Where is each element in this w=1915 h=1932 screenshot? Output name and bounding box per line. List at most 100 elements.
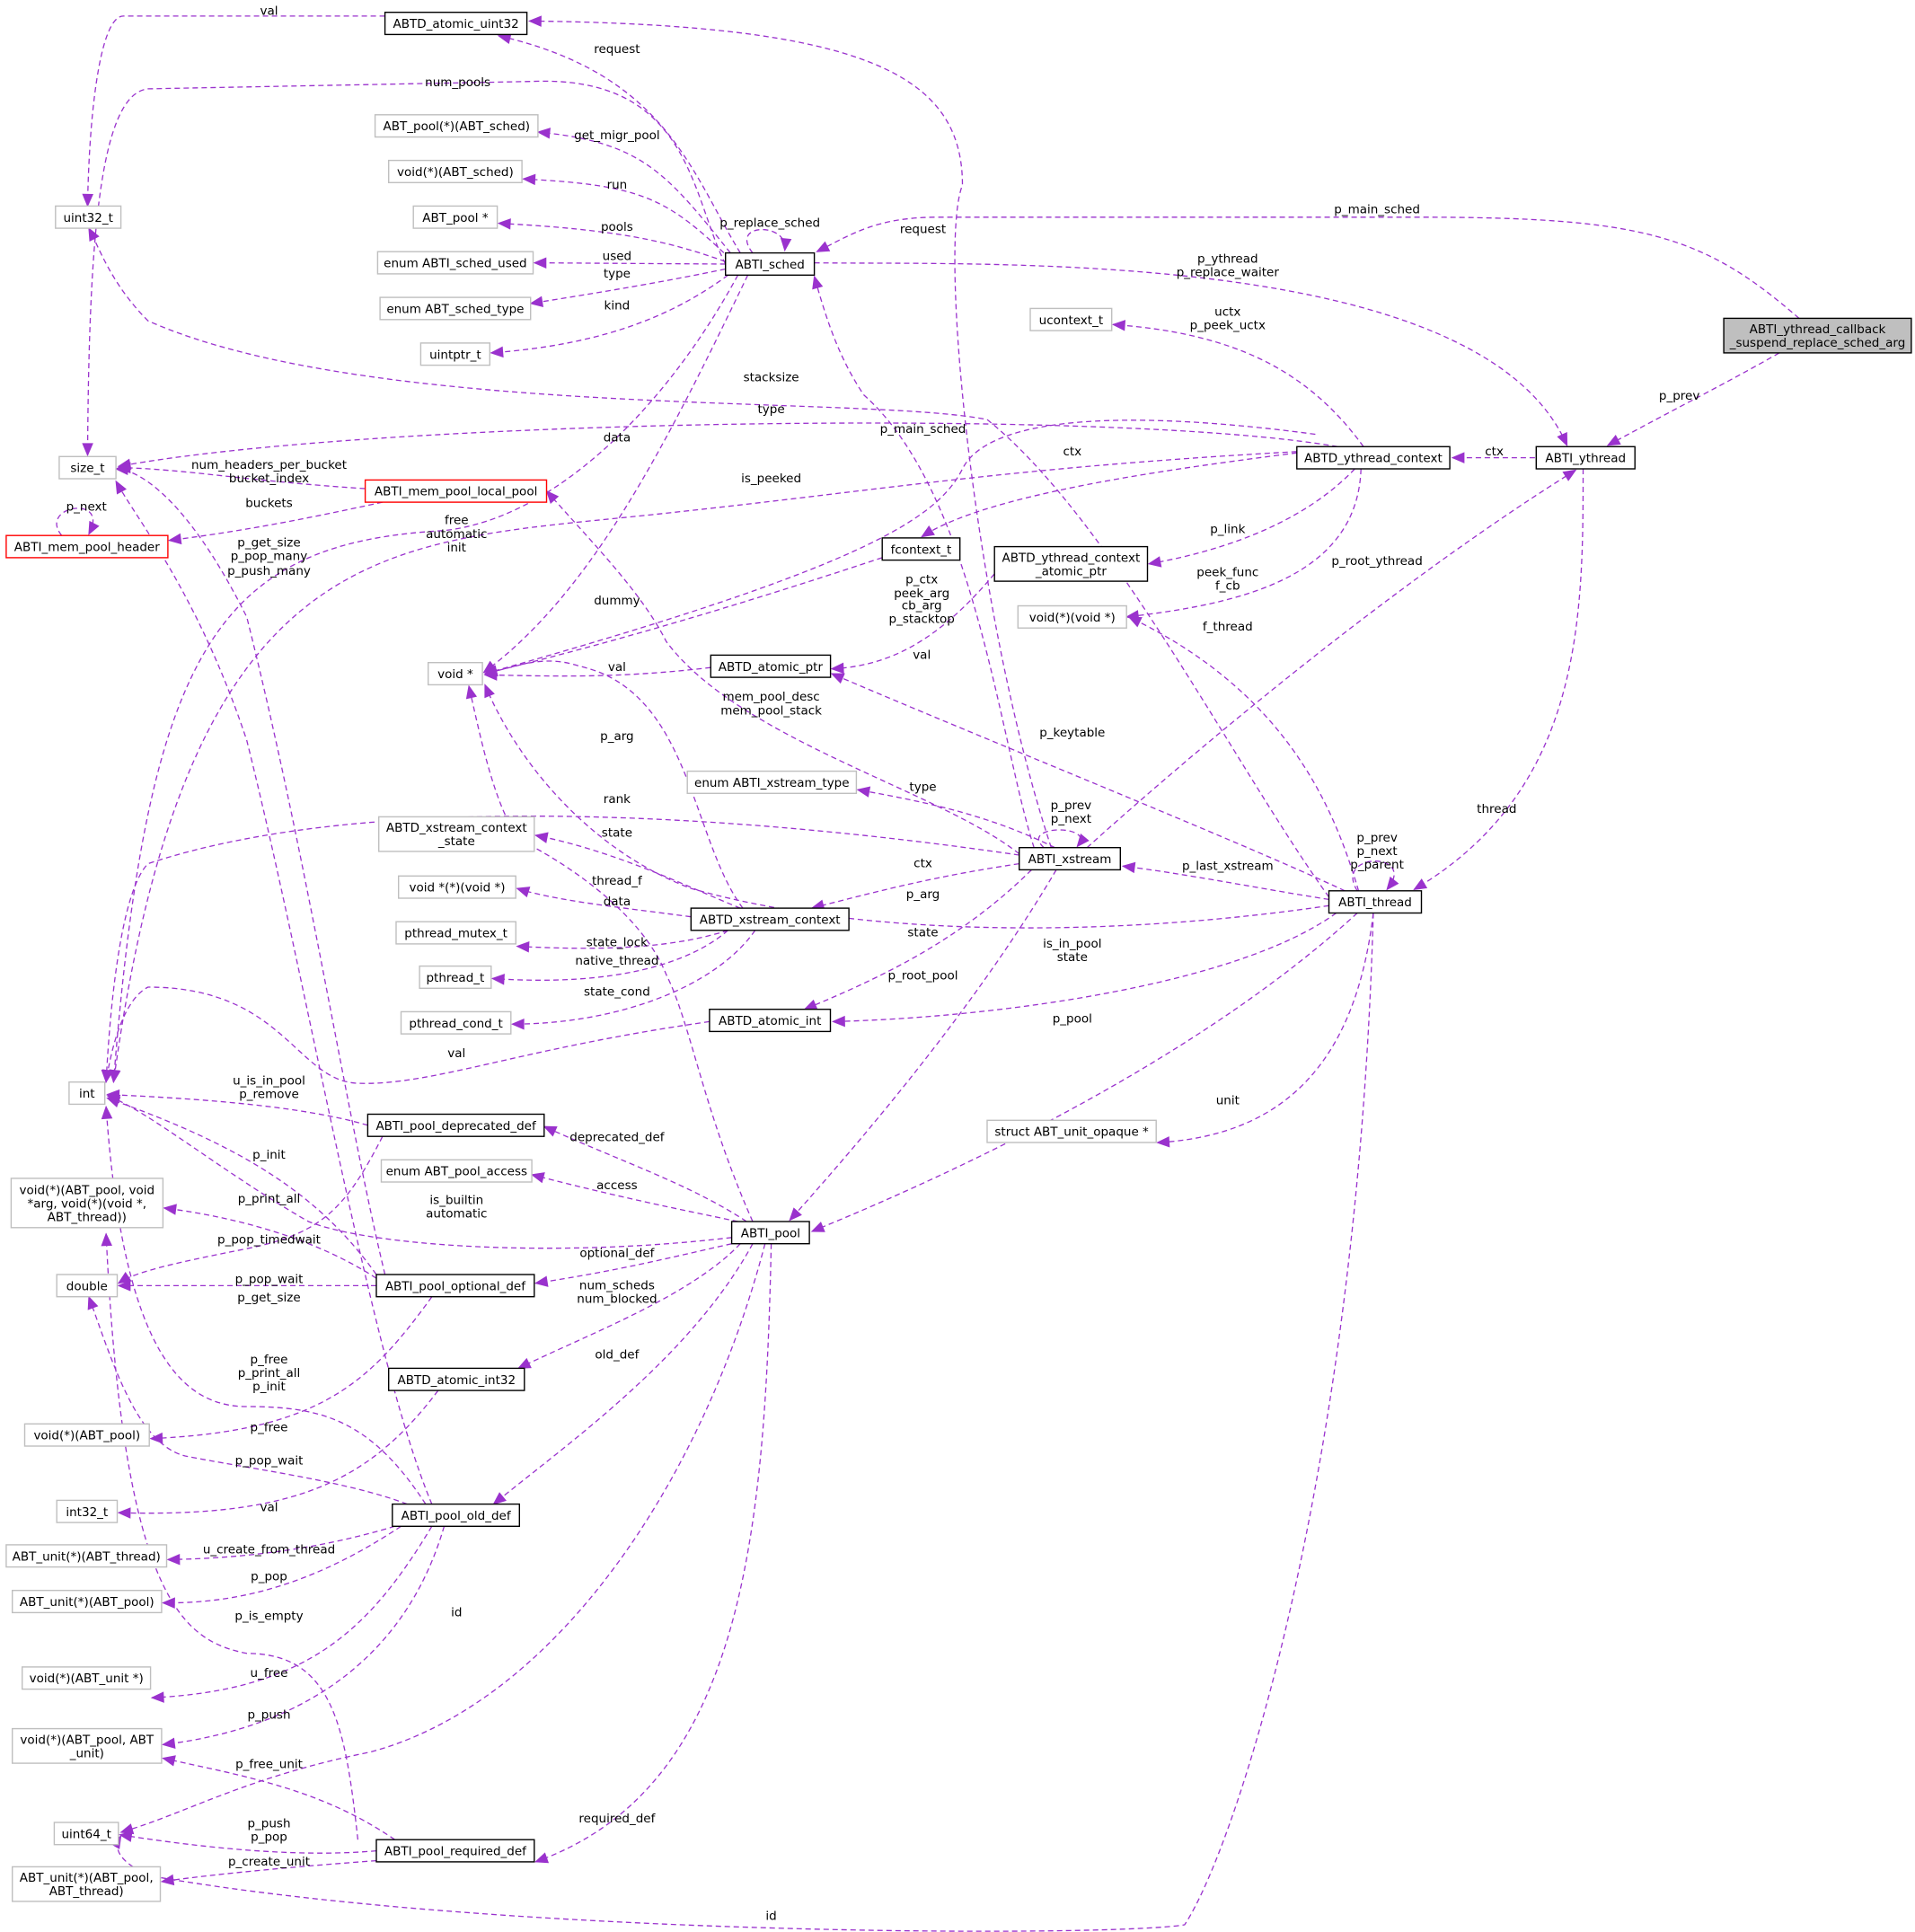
edge-line — [857, 789, 1055, 849]
node-abt-pool-ptr[interactable]: ABT_pool * — [412, 205, 499, 229]
edge-line — [492, 930, 728, 981]
node-enum-abti-xstream-type[interactable]: enum ABTI_xstream_type — [686, 770, 858, 794]
node-label: ABTD_atomic_int — [719, 1014, 821, 1028]
edge-label: ctx — [913, 857, 932, 871]
edge-label: u_create_from_thread — [203, 1542, 335, 1557]
node-void-fp-abt-pool[interactable]: void(*)(ABT_pool) — [23, 1423, 150, 1447]
edge-abti_pool-to-abti_pool_deprecated_def — [543, 1125, 747, 1222]
node-enum-abti-sched-used[interactable]: enum ABTI_sched_used — [376, 251, 534, 275]
node-void-ptr-fp-void-ptr[interactable]: void *(*)(void *) — [398, 875, 516, 899]
node-abti-pool[interactable]: ABTI_pool — [730, 1221, 810, 1245]
node-fcontext-t[interactable]: fcontext_t — [881, 537, 961, 561]
edge-line — [167, 1525, 395, 1561]
node-abti-xstream[interactable]: ABTI_xstream — [1018, 847, 1121, 871]
node-abti-pool-old-def[interactable]: ABTI_pool_old_def — [392, 1503, 520, 1527]
node-abt-unit-fp-abt-pool-abt-thread[interactable]: ABT_unit(*)(ABT_pool,ABT_thread) — [11, 1866, 162, 1902]
node-box — [686, 770, 858, 794]
edge-label: val — [913, 648, 931, 662]
node-label: ABTI_pool_optional_def — [385, 1279, 526, 1293]
node-label: ucontext_t — [1039, 313, 1103, 328]
edge-label: deprecated_def — [569, 1131, 665, 1145]
node-abti-ythread[interactable]: ABTI_ythread — [1535, 446, 1636, 470]
edge-label: is_in_pool — [1043, 937, 1101, 951]
node-pthread-cond-t[interactable]: pthread_cond_t — [400, 1010, 512, 1035]
edge-label: stacksize — [744, 370, 799, 384]
edge-abti_sched-to-abt_pool_ptr — [497, 218, 726, 262]
node-abt-pool-fp-abt-sched[interactable]: ABT_pool(*)(ABT_sched) — [374, 114, 539, 138]
node-abtd-ythread-context[interactable]: ABTD_ythread_context — [1296, 446, 1451, 470]
node-void-fp-void-ptr[interactable]: void(*)(void *) — [1017, 604, 1127, 629]
arrowhead — [534, 1275, 549, 1287]
edge-label: p_replace_sched — [719, 216, 820, 231]
node-abti-sched[interactable]: ABTI_sched — [725, 251, 816, 277]
edge-abti_pool_required_def-to-void_fp_abt_pool_abt_unit — [162, 1755, 395, 1840]
node-void-fp-abt-sched[interactable]: void(*)(ABT_sched) — [388, 159, 523, 184]
node-label: ABTD_atomic_int32 — [398, 1373, 516, 1388]
node-void-fp-print-all[interactable]: void(*)(ABT_pool, void*arg, void(*)(void… — [10, 1178, 164, 1229]
node-size-t[interactable]: size_t — [58, 455, 117, 480]
edge-label: p_pop_wait — [235, 1454, 304, 1469]
node-label: void(*)(ABT_pool) — [33, 1429, 140, 1443]
node-abtd-atomic-int[interactable]: ABTD_atomic_int — [709, 1008, 832, 1033]
node-abtd-xstream-context-state[interactable]: ABTD_xstream_context_state — [378, 816, 535, 852]
node-label: ABTI_sched — [736, 258, 805, 272]
node-box — [709, 1008, 832, 1033]
edge-line — [1037, 829, 1081, 849]
edge-label: thread — [1477, 802, 1516, 816]
node-abti-thread[interactable]: ABTI_thread — [1328, 890, 1423, 914]
edge-label: p_print_all — [238, 1366, 301, 1381]
node-uintptr-t[interactable]: uintptr_t — [419, 342, 490, 366]
arrowhead — [780, 237, 792, 252]
edge-label: ctx — [1063, 445, 1081, 459]
node-struct-abt-unit-opaque-ptr[interactable]: struct ABT_unit_opaque * — [986, 1119, 1157, 1143]
node-int[interactable]: int — [68, 1081, 106, 1106]
node-int32-t[interactable]: int32_t — [56, 1499, 119, 1523]
node-uint64-t[interactable]: uint64_t — [53, 1822, 119, 1846]
node-abt-unit-fp-abt-thread[interactable]: ABT_unit(*)(ABT_thread) — [5, 1544, 168, 1568]
node-double[interactable]: double — [56, 1274, 119, 1298]
node-pthread-t[interactable]: pthread_t — [419, 965, 492, 989]
arrowhead — [82, 193, 93, 207]
edge-abti_pool_required_def-to-abt_unit_fp_abt_pool_abt_thread — [160, 1859, 377, 1886]
node-abt-unit-fp-abt-pool[interactable]: ABT_unit(*)(ABT_pool) — [11, 1589, 163, 1614]
edge-line — [484, 666, 711, 677]
node-abtd-atomic-int32[interactable]: ABTD_atomic_int32 — [388, 1367, 525, 1391]
node-box — [380, 1159, 533, 1183]
node-abtd-xstream-context[interactable]: ABTD_xstream_context — [690, 907, 850, 931]
edge-line — [1157, 913, 1374, 1143]
node-abtd-atomic-ptr[interactable]: ABTD_atomic_ptr — [710, 654, 832, 678]
edge-line — [107, 1093, 368, 1126]
node-abti-mem-pool-local-pool[interactable]: ABTI_mem_pool_local_pool — [364, 479, 548, 503]
edge-label: mem_pool_stack — [720, 703, 822, 718]
node-abti-ythread-callback-arg[interactable]: ABTI_ythread_callback_suspend_replace_sc… — [1723, 317, 1912, 354]
node-label: void(*)(void *) — [1029, 611, 1116, 625]
node-void-fp-abt-pool-abt-unit[interactable]: void(*)(ABT_pool, ABT_unit) — [11, 1727, 163, 1764]
node-abtd-atomic-uint32[interactable]: ABTD_atomic_uint32 — [384, 11, 528, 36]
node-pthread-mutex-t[interactable]: pthread_mutex_t — [395, 921, 517, 945]
node-void-ptr[interactable]: void * — [428, 662, 483, 686]
node-box — [5, 534, 169, 559]
edge-line — [831, 673, 1346, 892]
edge-label: val — [260, 4, 278, 18]
edge-label: id — [765, 1909, 776, 1923]
node-ucontext-t[interactable]: ucontext_t — [1029, 307, 1113, 331]
node-abti-pool-deprecated-def[interactable]: ABTI_pool_deprecated_def — [366, 1113, 545, 1137]
node-label: enum ABTI_xstream_type — [694, 776, 850, 790]
node-box — [374, 114, 539, 138]
node-abti-pool-optional-def[interactable]: ABTI_pool_optional_def — [375, 1274, 535, 1298]
edge-label: unit — [1216, 1093, 1240, 1107]
node-box — [395, 921, 517, 945]
node-box — [419, 965, 492, 989]
arrowhead — [1121, 861, 1136, 874]
node-void-fp-abt-unit-ptr[interactable]: void(*)(ABT_unit *) — [22, 1666, 152, 1690]
node-abti-pool-required-def[interactable]: ABTI_pool_required_def — [375, 1839, 535, 1863]
node-abti-mem-pool-header[interactable]: ABTI_mem_pool_header — [5, 534, 169, 559]
edge-line — [1113, 323, 1364, 447]
node-abtd-ythread-context-atomic-ptr[interactable]: ABTD_ythread_context_atomic_ptr — [993, 545, 1149, 582]
node-uint32-t[interactable]: uint32_t — [55, 205, 122, 229]
edge-label: p_stacktop — [889, 613, 955, 627]
edge-label: val — [260, 1501, 278, 1515]
node-enum-abt-sched-type[interactable]: enum ABT_sched_type — [379, 296, 532, 321]
node-enum-abt-pool-access[interactable]: enum ABT_pool_access — [380, 1159, 533, 1183]
edge-line — [529, 20, 1053, 848]
